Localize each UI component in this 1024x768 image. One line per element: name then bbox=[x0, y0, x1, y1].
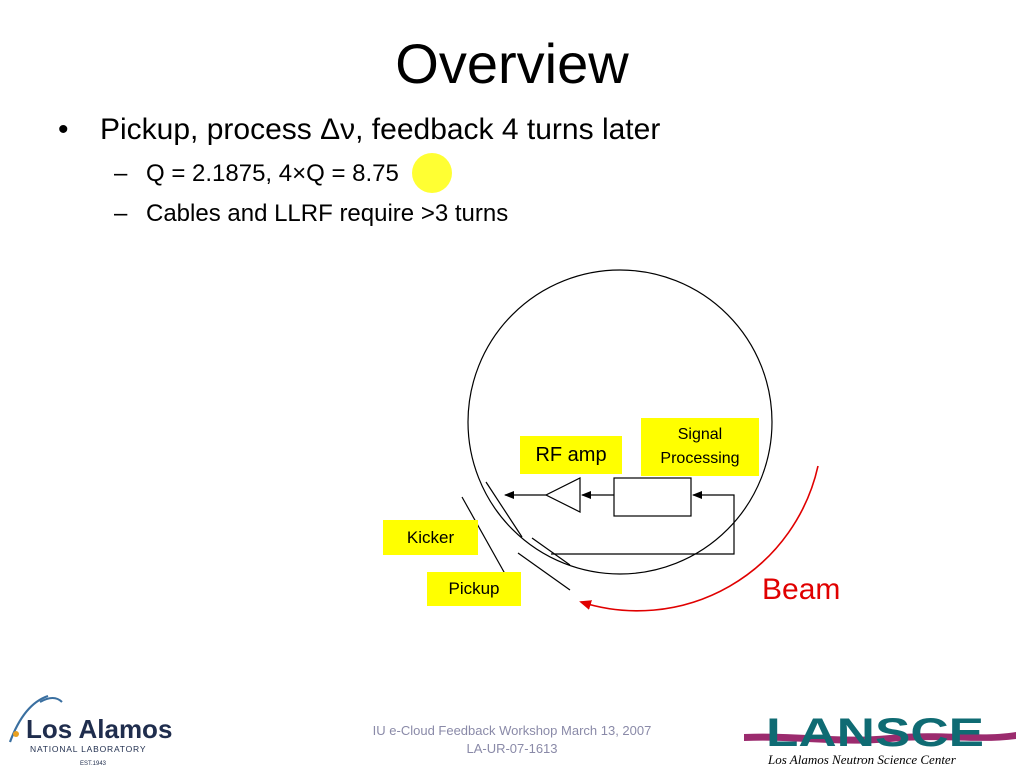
pickup-text: Pickup bbox=[448, 579, 500, 598]
rf-amp-label: RF amp bbox=[520, 436, 622, 474]
sub-bullet-text: Q = 2.1875, 4×Q = 8.75 bbox=[146, 158, 399, 190]
sub-bullet-text: Cables and LLRF require >3 turns bbox=[146, 200, 509, 227]
lansce-name: LANSCE bbox=[766, 711, 984, 755]
signal-processing-line1: Signal bbox=[677, 426, 723, 443]
signal-processing-block bbox=[613, 477, 692, 517]
kicker-text: Kicker bbox=[406, 527, 455, 547]
slide-footer: IU e-Cloud Feedback Workshop March 13, 2… bbox=[312, 722, 712, 758]
wire-from-pickup bbox=[551, 491, 735, 555]
slide-title: Overview bbox=[395, 32, 629, 95]
bullet-text: Pickup, process Δν, feedback 4 turns lat… bbox=[100, 113, 661, 146]
kicker-plate-inner bbox=[485, 481, 523, 538]
bullet-marker: • bbox=[58, 113, 69, 146]
signal-processing-label: Signal Processing bbox=[641, 418, 759, 476]
amplifier-triangle bbox=[544, 477, 581, 513]
lanl-subtitle: NATIONAL LABORATORY bbox=[30, 744, 146, 754]
ring-circle bbox=[467, 269, 773, 575]
signal-processing-line2: Processing bbox=[660, 450, 740, 467]
beam-label: Beam bbox=[762, 573, 841, 606]
pickup-label: Pickup bbox=[427, 572, 521, 606]
sub-bullet-marker: – bbox=[114, 160, 128, 187]
footer-report-number: LA-UR-07-1613 bbox=[466, 741, 558, 756]
los-alamos-logo: Los Alamos NATIONAL LABORATORY EST.1943 bbox=[8, 694, 172, 767]
lansce-logo: LANSCE Los Alamos Neutron Science Center bbox=[744, 711, 1016, 767]
beam-arrow bbox=[579, 465, 819, 612]
highlight-circle bbox=[412, 153, 452, 193]
tune-text: Q = 2.1875, 4×Q = 8 bbox=[146, 160, 366, 187]
lanl-established: EST.1943 bbox=[80, 761, 107, 767]
highlighted-fraction: .75 bbox=[365, 160, 399, 187]
sub-bullet-marker: – bbox=[114, 200, 128, 227]
lanl-name: Los Alamos bbox=[26, 714, 172, 744]
kicker-label: Kicker bbox=[383, 520, 478, 555]
pickup-plate-outer bbox=[517, 552, 571, 591]
footer-workshop: IU e-Cloud Feedback Workshop March 13, 2… bbox=[372, 723, 652, 738]
pickup-plate-inner bbox=[531, 537, 571, 566]
lansce-subtitle: Los Alamos Neutron Science Center bbox=[767, 752, 957, 767]
rf-amp-text: RF amp bbox=[535, 443, 607, 466]
